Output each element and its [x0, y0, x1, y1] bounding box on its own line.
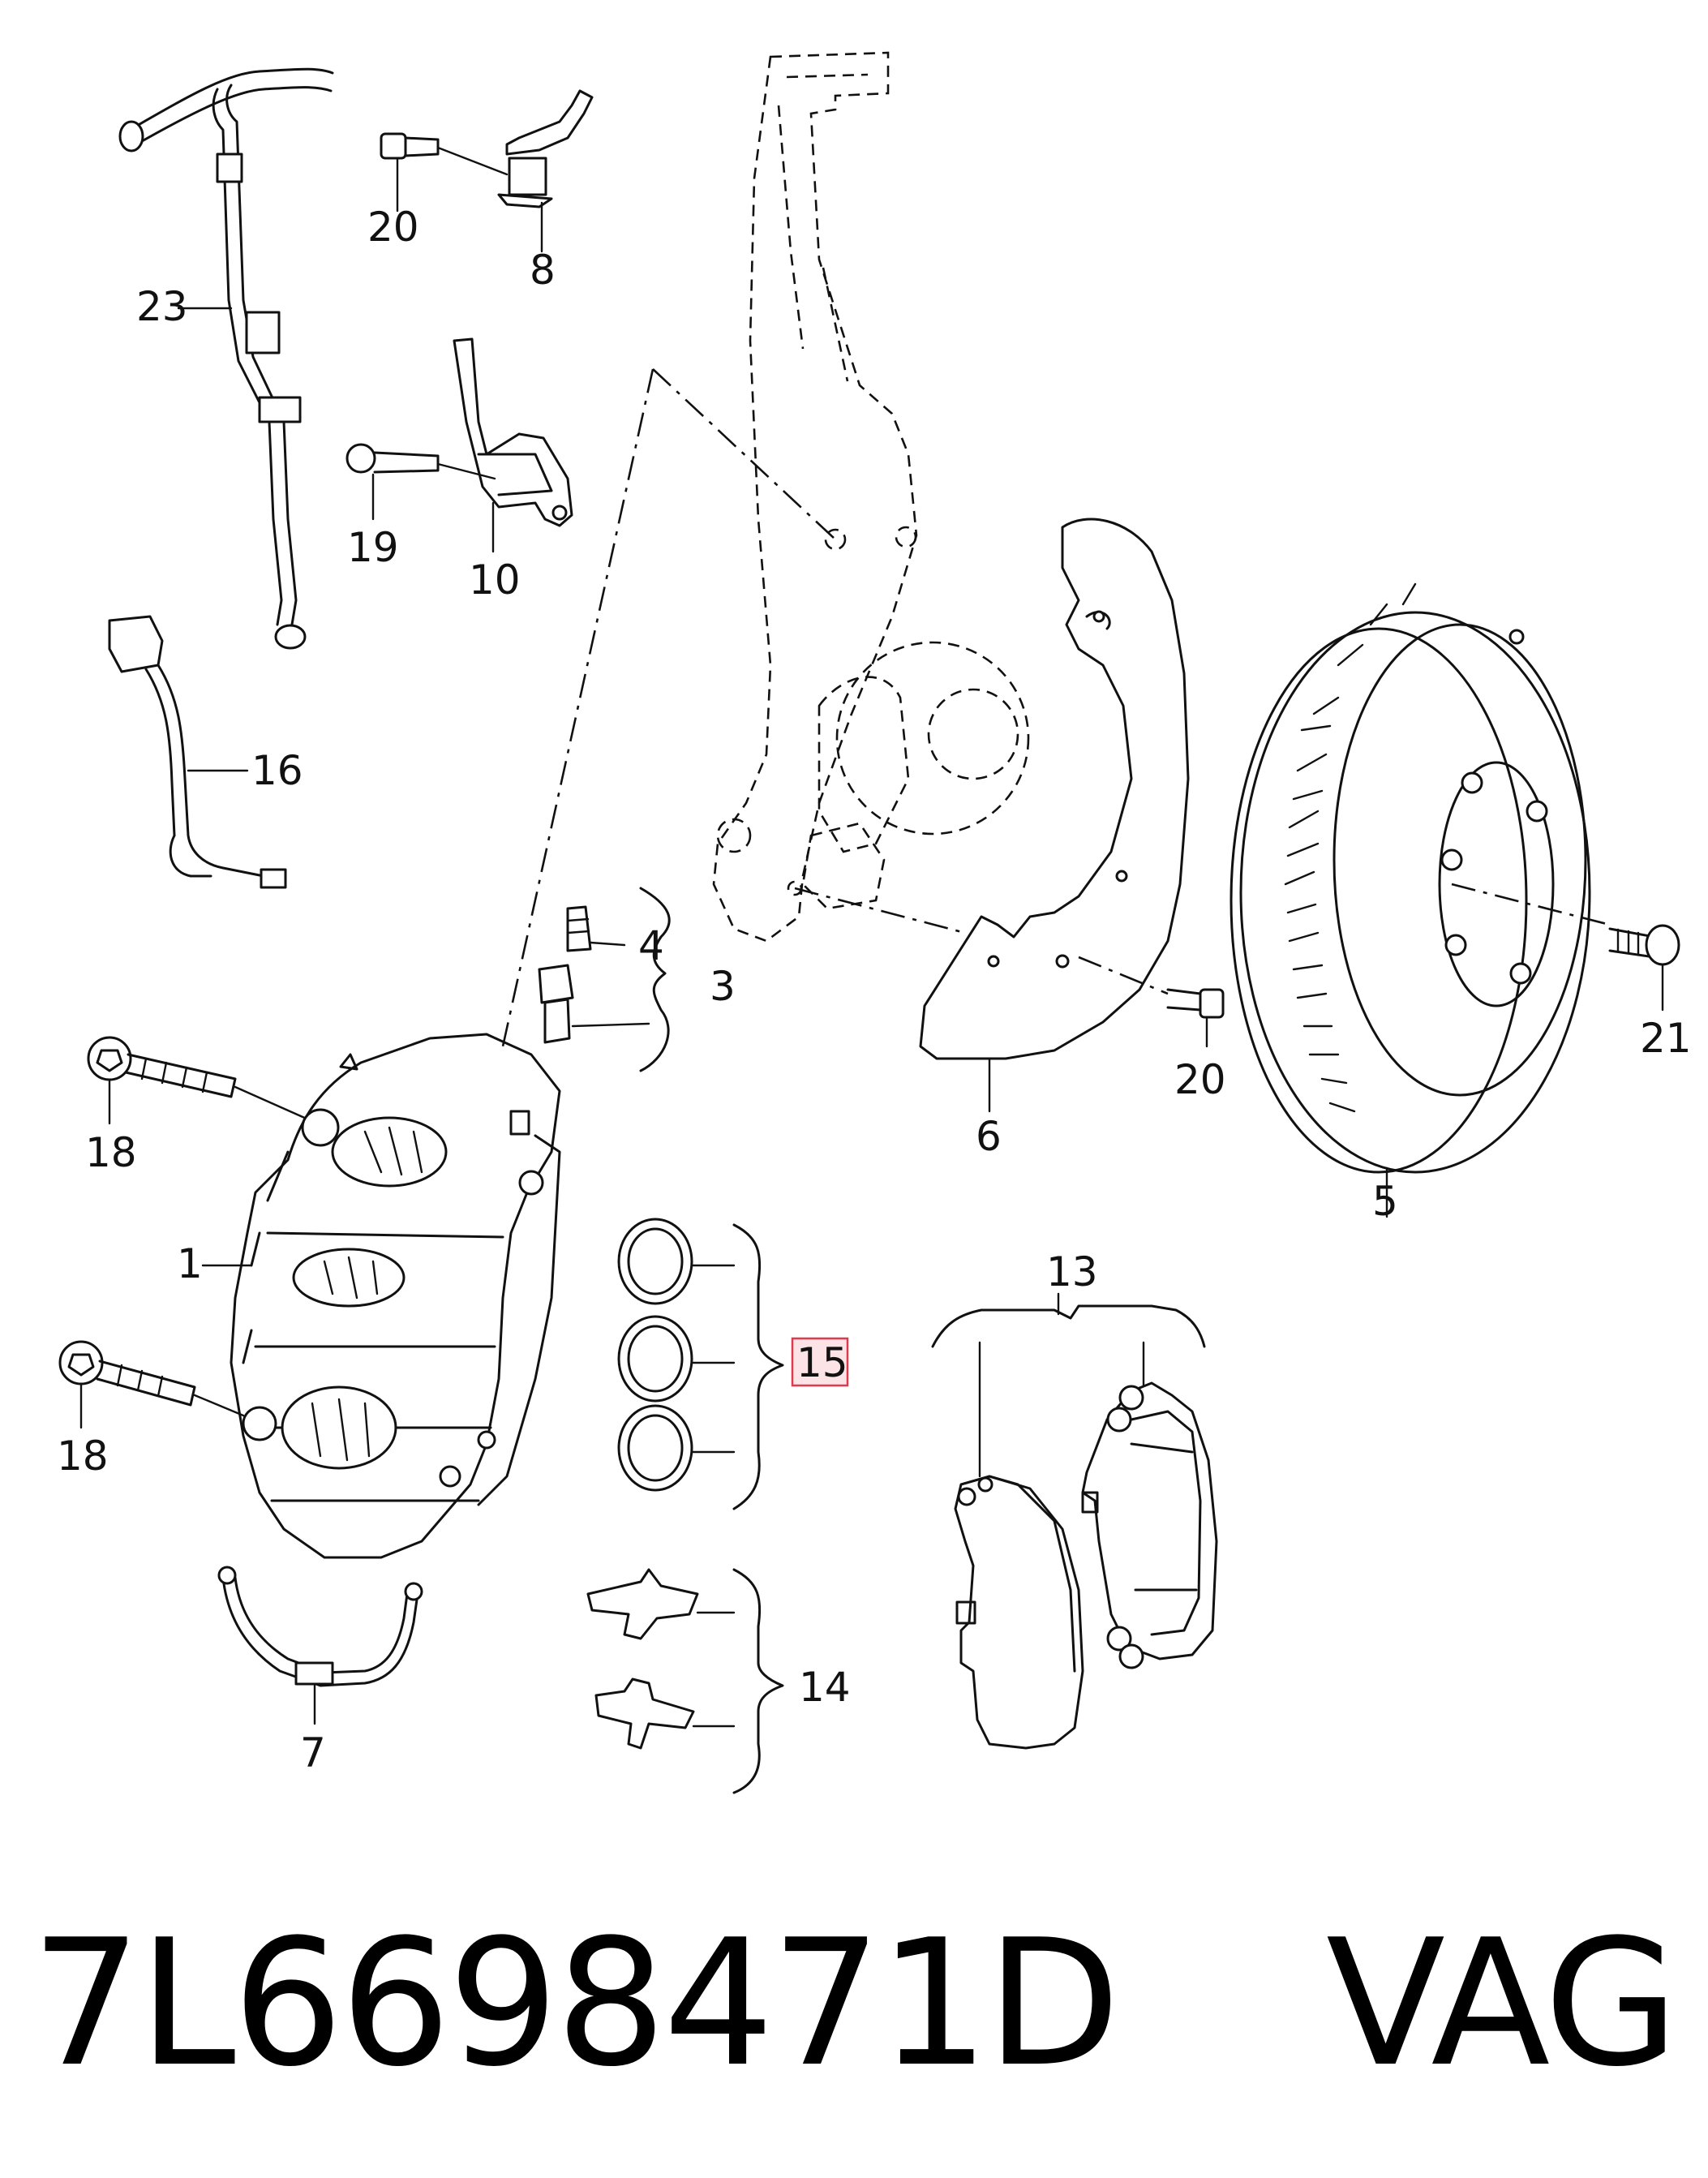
callout-19: 19 [347, 524, 399, 571]
brake-caliper [201, 1033, 561, 1559]
callout-13: 13 [1046, 1248, 1098, 1295]
caption-gap [1118, 1901, 1326, 2105]
disc-screw-21 [1608, 924, 1680, 1012]
callout-20-shield: 20 [1174, 1056, 1226, 1103]
callout-14: 14 [799, 1664, 851, 1711]
callout-23: 23 [136, 283, 188, 330]
callout-15: 15 [796, 1339, 848, 1386]
callout-15-highlight [791, 1337, 849, 1387]
callout-8: 8 [530, 247, 556, 294]
bolt-20-shield [1166, 988, 1225, 1048]
splash-shield [919, 518, 1190, 1113]
brake-hose [118, 67, 334, 650]
callout-4: 4 [638, 922, 664, 969]
callout-16: 16 [251, 747, 303, 794]
caliper-bolt-18-lower [58, 1340, 277, 1441]
callout-10: 10 [469, 556, 521, 604]
wear-sensor-wire [108, 615, 287, 889]
caliper-bolt-18-upper [87, 1036, 340, 1147]
brake-pad-set [931, 1292, 1218, 1750]
brand-name: VAG [1326, 1901, 1679, 2105]
part-number-caption: 7L6698471D VAG [31, 1910, 1679, 2097]
part-number: 7L6698471D [31, 1901, 1121, 2105]
bolt-20-top [380, 132, 509, 213]
anti-rattle-clips [586, 1568, 784, 1794]
clip-bracket-8 [497, 89, 594, 253]
bleeder-screw-3 [538, 887, 671, 1072]
callout-18-lower: 18 [57, 1433, 109, 1480]
callout-6: 6 [976, 1113, 1002, 1160]
callout-1: 1 [177, 1240, 203, 1287]
piston-seal-rings [617, 1218, 784, 1510]
callout-20-top: 20 [367, 204, 419, 251]
callout-labels: 23 20 8 19 10 16 4 3 18 1 18 7 15 14 13 … [57, 204, 1692, 1776]
brake-disc [1230, 582, 1591, 1218]
steering-knuckle [712, 51, 1030, 943]
callout-7: 7 [300, 1729, 326, 1776]
sensor-bracket-10 [453, 337, 573, 553]
pad-wear-sensor [217, 1566, 423, 1725]
callout-21: 21 [1640, 1015, 1692, 1062]
bolt-19 [345, 443, 496, 521]
callout-18-upper: 18 [85, 1129, 137, 1176]
bleeder-cap-4 [566, 905, 626, 952]
callout-5: 5 [1372, 1178, 1398, 1225]
assembly-axis-lines [501, 368, 1611, 1047]
callout-3: 3 [710, 963, 736, 1010]
